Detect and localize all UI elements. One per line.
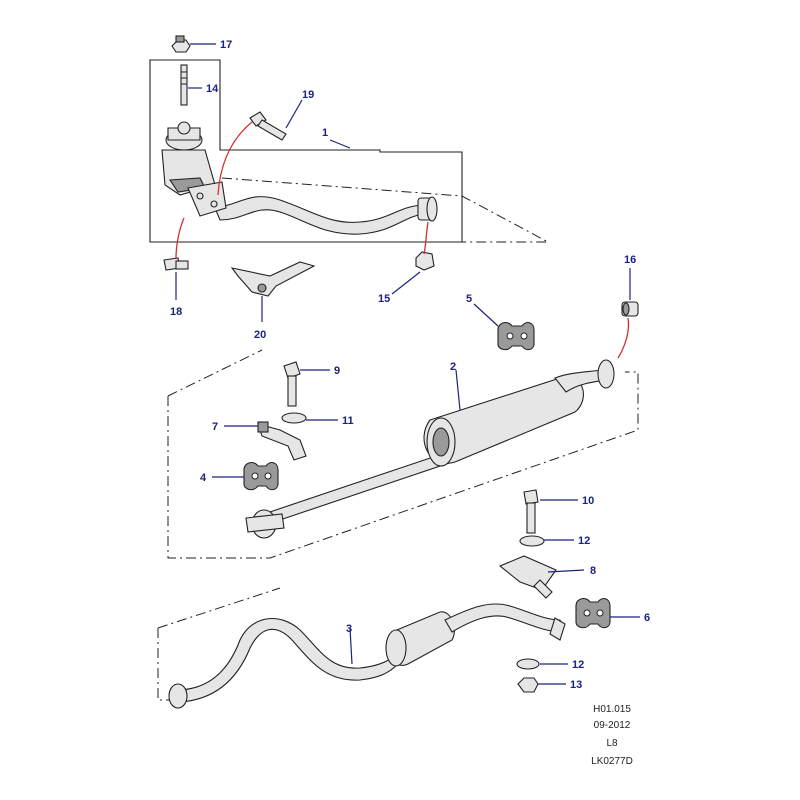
callout-11: 11 (342, 415, 354, 427)
part-10-bolt (523, 489, 539, 534)
callout-9: 9 (334, 365, 340, 377)
connector-line-19 (217, 121, 253, 196)
part-4-mounting-rubber (243, 461, 279, 491)
callout-12-upper: 12 (578, 535, 590, 547)
part-15-nut (415, 251, 435, 271)
callout-18: 18 (170, 306, 182, 318)
connector-line-15 (423, 221, 429, 255)
drawing-number: LK0277D (591, 756, 633, 767)
callout-14: 14 (206, 83, 219, 95)
drawing-date: 09-2012 (594, 720, 631, 731)
callout-2: 2 (450, 361, 456, 373)
part-12-washer-lower (516, 658, 540, 670)
connector-line-18 (175, 217, 185, 259)
callout-15: 15 (378, 293, 390, 305)
part-8-bracket (498, 555, 557, 599)
part-6-mounting-rubber (575, 597, 611, 629)
part-19-bolt (249, 111, 287, 141)
front-pipe-catalyst (161, 121, 438, 235)
rear-section-dash-frame-right (157, 587, 281, 629)
rear-pipe-silencer (168, 603, 566, 709)
callout-17: 17 (220, 39, 232, 51)
callout-19: 19 (302, 89, 314, 101)
figure-code: H01.015 (593, 704, 631, 715)
callout-16: 16 (624, 254, 636, 266)
connector-line-16 (617, 317, 630, 359)
callout-5: 5 (466, 293, 472, 305)
front-section-frame (149, 59, 463, 243)
middle-section-dash-frame (167, 371, 639, 559)
callout-4: 4 (200, 472, 207, 484)
front-section-dash-frame (221, 177, 549, 243)
callout-8: 8 (590, 565, 596, 577)
callout-1: 1 (322, 127, 328, 139)
callout-12-lower: 12 (572, 659, 584, 671)
part-16-bush (621, 301, 639, 317)
part-12-washer-upper (519, 535, 545, 547)
leader-lines (175, 43, 640, 685)
intermediate-pipe-silencer (245, 359, 615, 539)
model-code: L8 (606, 738, 618, 749)
callout-20: 20 (254, 329, 266, 341)
callout-7: 7 (212, 421, 218, 433)
part-13-nut (517, 677, 539, 693)
callout-3: 3 (346, 623, 352, 635)
part-14-stud (180, 64, 188, 106)
part-17-nut (171, 35, 191, 53)
part-9-bolt (283, 361, 301, 407)
callout-13: 13 (570, 679, 582, 691)
callout-6: 6 (644, 612, 650, 624)
middle-section-dash-frame-left (167, 349, 263, 397)
part-7-bracket (257, 421, 307, 461)
part-5-mounting-rubber (497, 321, 535, 351)
part-11-washer (281, 412, 307, 424)
part-20-bracket (230, 261, 316, 297)
part-18-bolt (163, 257, 189, 271)
callout-10: 10 (582, 495, 594, 507)
